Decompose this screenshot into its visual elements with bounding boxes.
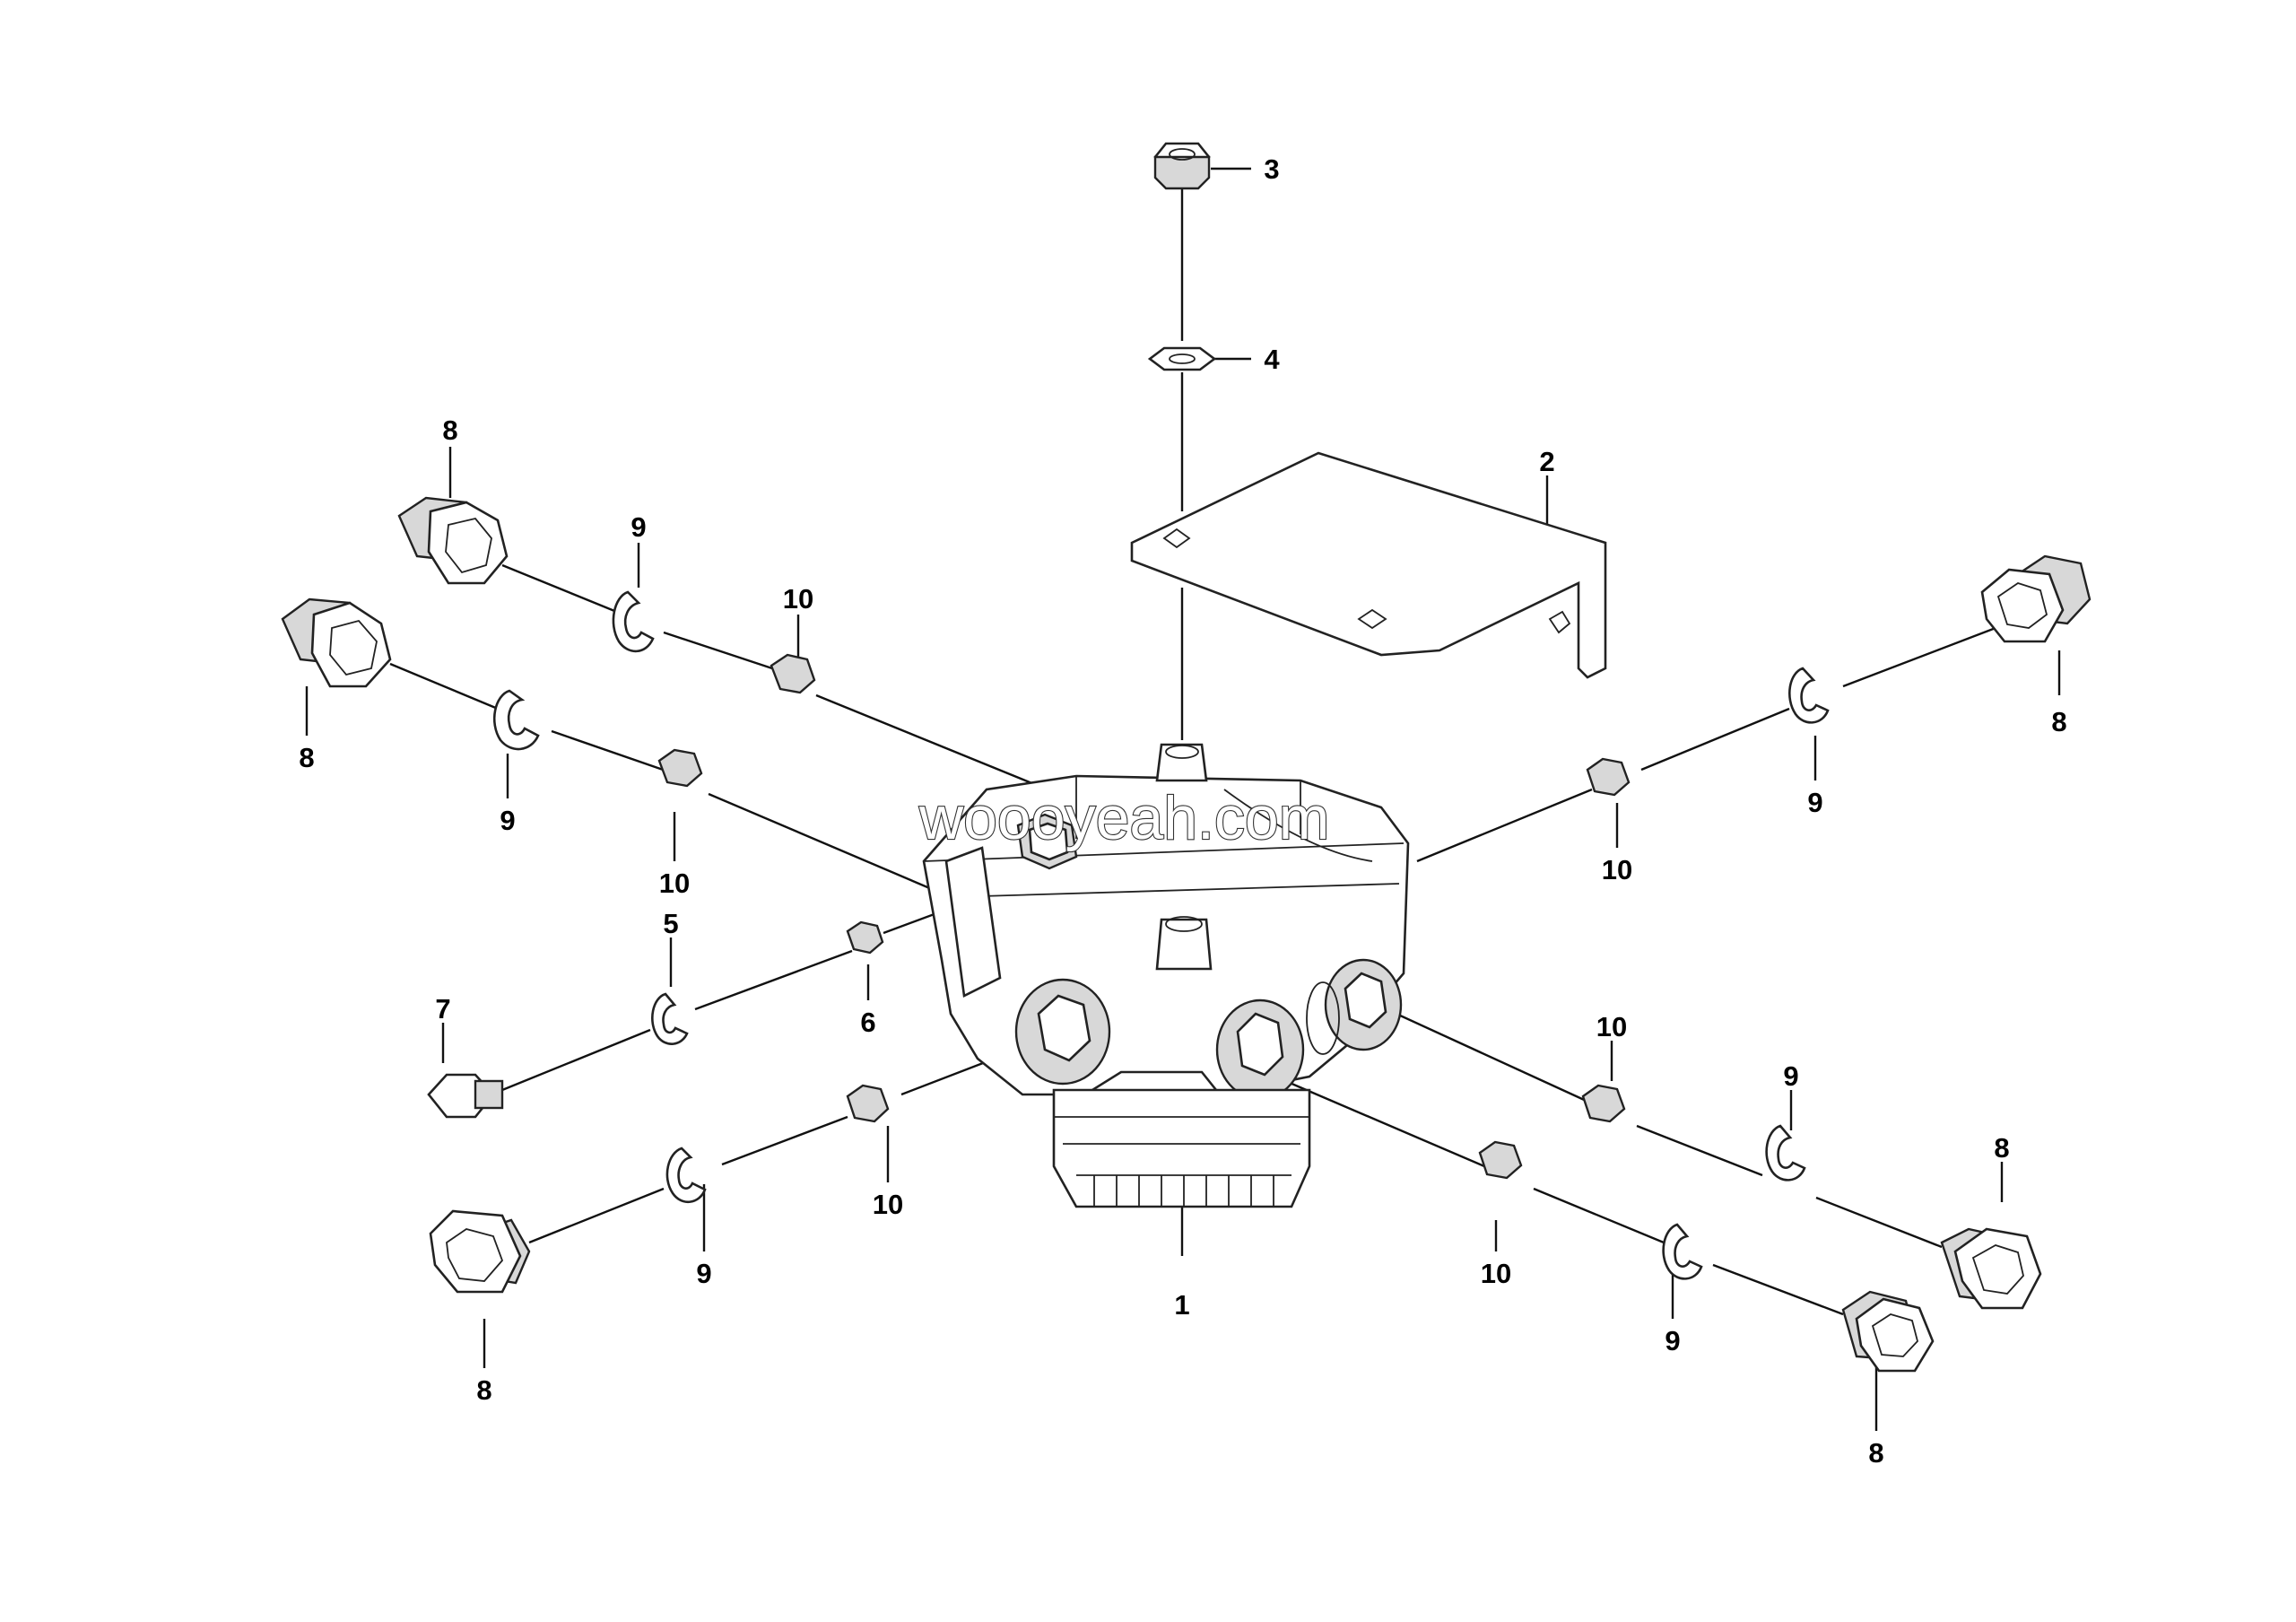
callout-3: 3 [1264,153,1279,185]
callout-9-upper-left: 9 [631,511,646,543]
callout-8-lower-left: 8 [476,1374,491,1406]
callout-9-left: 9 [500,805,515,836]
callout-10-upper-left: 10 [783,583,813,615]
hex-nut-part [1153,142,1211,190]
callout-8-upper-right: 8 [2051,706,2066,737]
callout-10-lower-right: 10 [1596,1011,1627,1042]
callout-10-lower-left: 10 [873,1189,903,1220]
callout-1: 1 [1174,1289,1189,1321]
callout-labels: 1 2 3 4 5 6 7 8 8 8 8 8 8 9 9 9 9 9 9 10… [299,153,2066,1469]
callout-4: 4 [1264,344,1280,375]
plug-small-item7 [427,1073,504,1119]
callout-8-left: 8 [299,742,314,773]
callout-6: 6 [860,1007,875,1038]
plug-upper-left [397,496,509,585]
callout-7: 7 [435,993,450,1025]
valve-body-part [922,743,1410,1208]
callout-10-left: 10 [659,868,690,899]
mounting-bracket-part [1130,451,1607,679]
plug-lower-right [1940,1227,2042,1310]
callout-2: 2 [1539,446,1554,477]
plug-upper-right [1980,554,2092,643]
callout-5: 5 [663,908,678,939]
callout-8-lower-right: 8 [1994,1132,2009,1164]
callout-9-lower-right: 9 [1783,1060,1798,1092]
small-nuts [657,653,1631,1180]
plug-bottom-right [1841,1290,1935,1373]
callout-10-bottom-right: 10 [1481,1258,1511,1289]
plug-lower-left [429,1209,531,1294]
ribbed-cap-detail [1093,1175,1274,1207]
callout-8-bottom-right: 8 [1868,1437,1883,1469]
callout-9-bottom-right: 9 [1665,1325,1680,1356]
spring-clips [492,590,1830,1280]
watermark-text: woooyeah.com [918,784,1329,852]
callout-9-upper-right: 9 [1807,787,1822,818]
washer-part [1147,346,1217,371]
callout-10-upper-right: 10 [1602,854,1632,885]
callout-9-lower-left: 9 [696,1258,711,1289]
plug-left [281,597,392,688]
callout-8-upper-left: 8 [442,414,457,446]
